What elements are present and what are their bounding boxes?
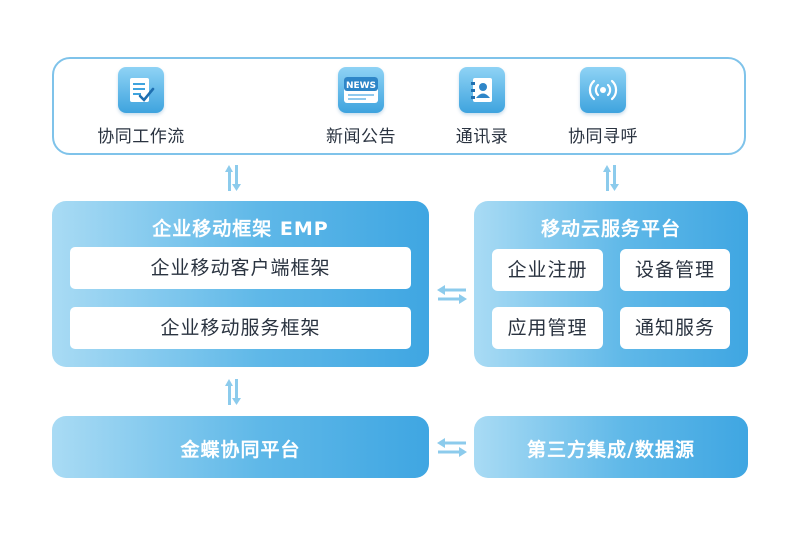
contact-book-icon [459, 67, 505, 113]
emp-title: 企业移动框架 EMP [152, 218, 329, 240]
news-icon-text: NEWS [346, 81, 376, 91]
apps-panel: 协同工作流 NEWS 新闻公告 [52, 57, 746, 155]
news-icon: NEWS [338, 67, 384, 113]
cloud-platform-box: 移动云服务平台 企业注册 设备管理 应用管理 通知服务 [474, 201, 748, 367]
kingdee-platform-box: 金蝶协同平台 [52, 416, 429, 478]
app-label: 新闻公告 [326, 127, 396, 147]
app-paging: 协同寻呼 [543, 67, 663, 147]
kingdee-title: 金蝶协同平台 [180, 439, 301, 461]
service-framework-bar: 企业移动服务框架 [70, 307, 411, 349]
app-label: 协同寻呼 [568, 127, 638, 147]
bidirectional-horizontal-arrow-icon [437, 285, 467, 304]
service-cell: 企业注册 [492, 249, 603, 291]
bidirectional-vertical-arrow-icon [225, 165, 241, 191]
bidirectional-vertical-arrow-icon [603, 165, 619, 191]
app-news: NEWS 新闻公告 [301, 67, 421, 147]
app-contacts: 通讯录 [422, 67, 542, 147]
service-cell: 应用管理 [492, 307, 603, 349]
service-cell: 设备管理 [620, 249, 730, 291]
client-framework-bar: 企业移动客户端框架 [70, 247, 411, 289]
thirdparty-box: 第三方集成/数据源 [474, 416, 748, 478]
thirdparty-title: 第三方集成/数据源 [527, 439, 695, 461]
app-label: 通讯录 [455, 127, 509, 147]
broadcast-icon [580, 67, 626, 113]
service-cell: 通知服务 [620, 307, 730, 349]
app-workflow: 协同工作流 [81, 67, 201, 147]
bidirectional-vertical-arrow-icon [225, 379, 241, 405]
app-label: 协同工作流 [97, 127, 185, 147]
cloud-title: 移动云服务平台 [540, 218, 681, 240]
document-check-icon [118, 67, 164, 113]
bidirectional-horizontal-arrow-icon [437, 438, 467, 457]
emp-framework-box: 企业移动框架 EMP 企业移动客户端框架 企业移动服务框架 [52, 201, 429, 367]
